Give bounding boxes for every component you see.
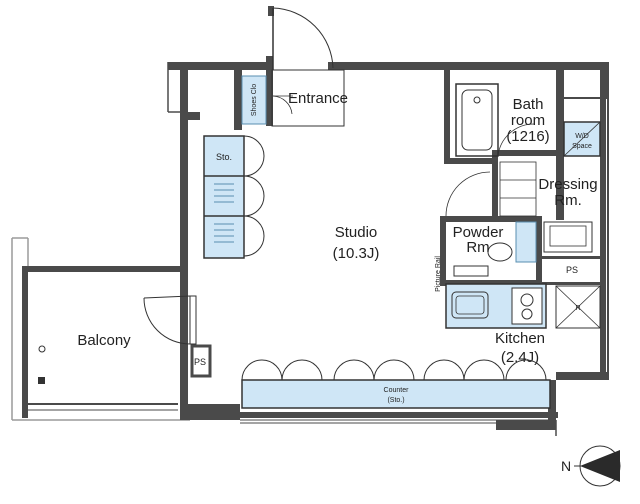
powder-label-2: Rm (466, 239, 489, 256)
storage-label: Sto. (216, 152, 232, 162)
dressing-label-2: Rm. (554, 192, 582, 209)
counter-label-2: (Sto.) (387, 397, 404, 404)
ps-right-label: PS (566, 265, 578, 275)
wd-space: W/D Space (563, 121, 601, 157)
kitchen: R Kitchen (2.4J) (445, 283, 601, 366)
balcony-label: Balcony (77, 332, 131, 349)
counter-storage: Counter (Sto.) (241, 359, 551, 409)
shoes-closet-label: Shoes Clo (251, 84, 258, 116)
dressing-room: Dressing Rm. (499, 161, 598, 253)
balcony-area (11, 237, 190, 421)
walls (167, 6, 609, 436)
entrance-label: Entrance (288, 90, 348, 107)
compass-label: N (561, 458, 571, 474)
ps-left-label: PS (194, 357, 206, 367)
kitchen-label: Kitchen (495, 330, 545, 347)
drain-icon (38, 345, 46, 353)
dressing-label-1: Dressing (538, 176, 597, 193)
balcony-door[interactable] (143, 295, 197, 345)
studio-size: (10.3J) (333, 245, 380, 262)
bathroom-label-1: Bath (513, 96, 544, 113)
vent-icon (38, 377, 45, 384)
entrance-step (271, 69, 345, 127)
bathroom: Bath room (1216) (455, 83, 550, 157)
wd-label-1: W/D (575, 133, 589, 140)
powder-label-1: Powder (453, 224, 504, 241)
bathroom-label-2: room (511, 112, 545, 129)
shoes-closet: Shoes Clo (241, 75, 267, 125)
kitchen-size: (2.4J) (501, 349, 539, 366)
svg-text:R: R (575, 305, 580, 312)
studio-label: Studio (335, 224, 378, 241)
north-arrow-icon: N (561, 445, 621, 487)
storage-units: Sto. (203, 135, 265, 259)
picture-rail-label: Picture Rail (435, 256, 442, 292)
counter-label-1: Counter (384, 387, 410, 394)
wd-label-2: Space (572, 143, 592, 150)
bathroom-size: (1216) (506, 128, 549, 145)
entrance-door[interactable] (272, 7, 334, 70)
powder-room: Powder Rm (445, 171, 537, 277)
